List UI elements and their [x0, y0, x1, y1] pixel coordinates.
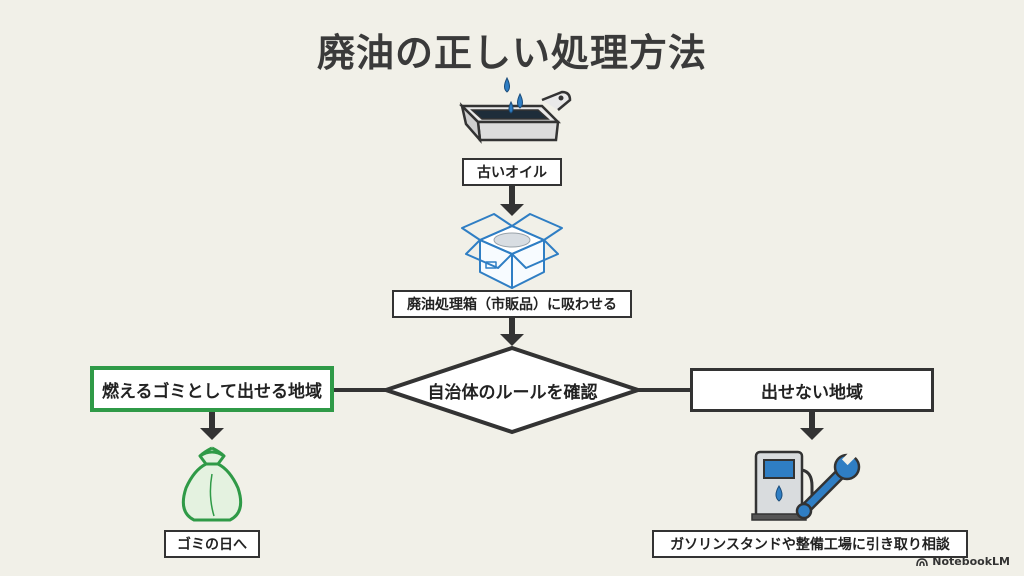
- brand-name: NotebookLM: [932, 555, 1010, 568]
- notebooklm-icon: [916, 557, 929, 566]
- wrench-icon: [795, 450, 861, 520]
- arrowhead-left-down: [200, 428, 224, 440]
- step-garbage-day: ゴミの日へ: [164, 530, 260, 558]
- garbage-bag-icon: [181, 446, 243, 522]
- page-title: 廃油の正しい処理方法: [316, 31, 707, 75]
- oil-pan-icon: [458, 76, 572, 144]
- arrowhead-box-to-diamond: [500, 334, 524, 346]
- arrowhead-oil-to-box: [500, 204, 524, 216]
- fuel-pump-icon: [751, 450, 814, 521]
- branch-not-allowed-region: 出せない地域: [690, 368, 934, 412]
- branch-burnable-region: 燃えるゴミとして出せる地域: [90, 366, 334, 412]
- box-icon: [461, 213, 563, 289]
- step-old-oil: 古いオイル: [462, 158, 562, 186]
- step-consult: ガソリンスタンドや整備工場に引き取り相談: [652, 530, 968, 558]
- decision-check-rules: 自治体のルールを確認: [427, 382, 598, 403]
- brand-logo: NotebookLM: [916, 555, 1010, 568]
- decision-diamond: [379, 345, 645, 435]
- step-absorb-box: 廃油処理箱（市販品）に吸わせる: [392, 290, 632, 318]
- arrowhead-right-down: [800, 428, 824, 440]
